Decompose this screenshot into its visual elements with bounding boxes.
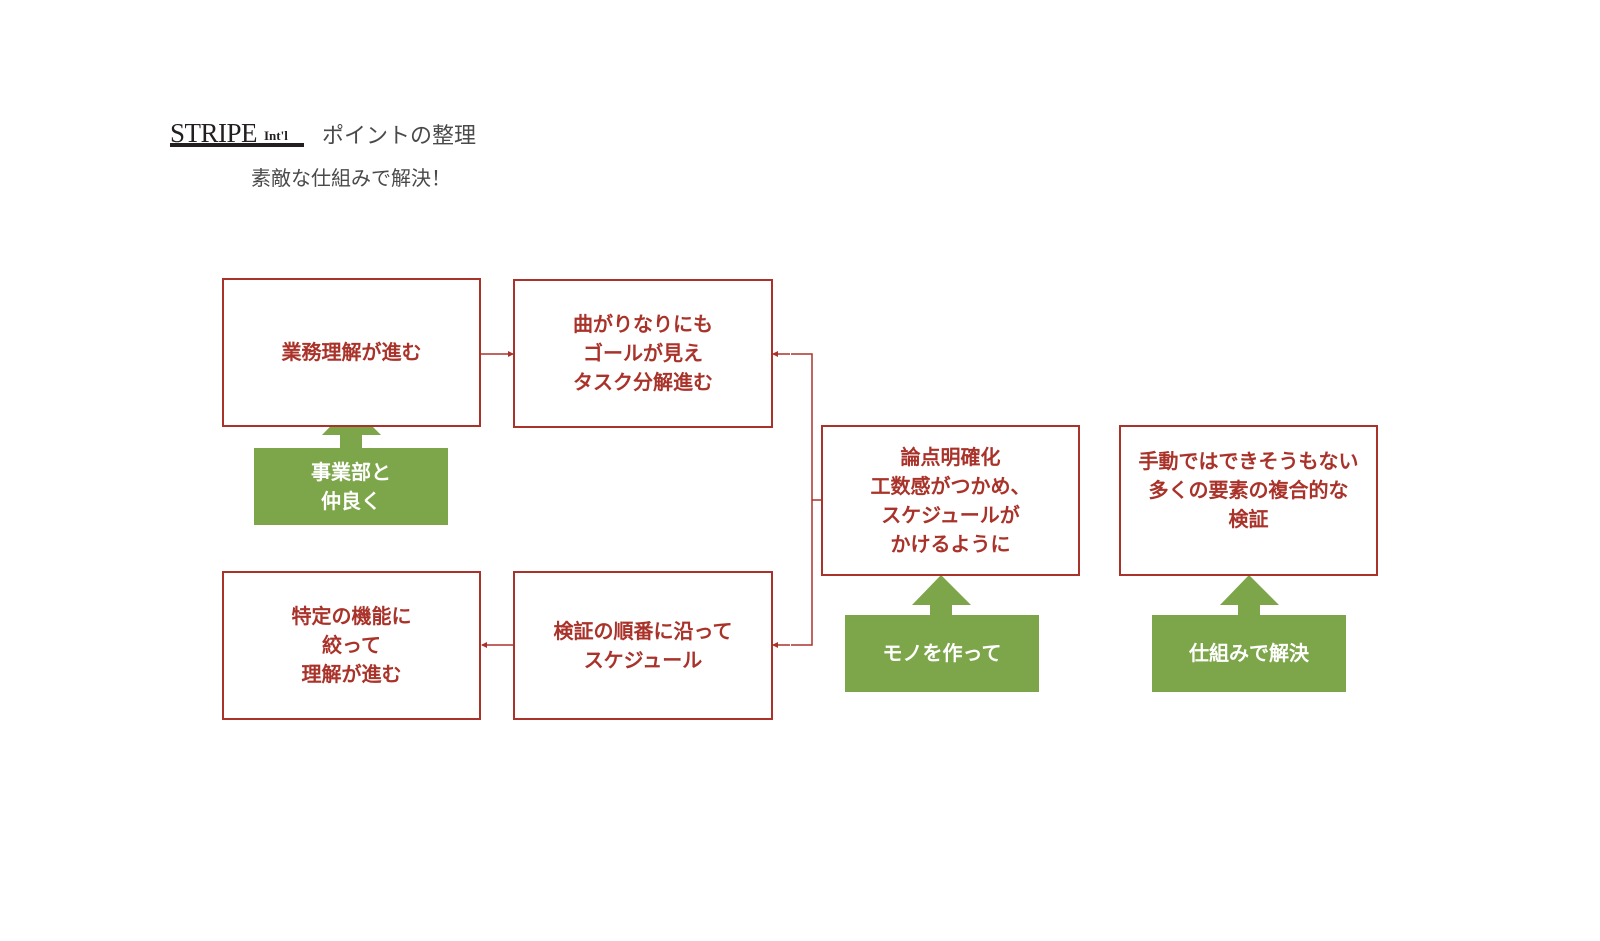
node-complex-verification: 手動ではできそうもない 多くの要素の複合的な 検証 <box>1119 425 1378 576</box>
page-subtitle: 素敵な仕組みで解決！ <box>251 166 451 190</box>
node-clarify-issues: 論点明確化 工数感がつかめ、 スケジュールが かけるように <box>821 425 1080 576</box>
driver-solve-by-system: 仕組みで解決 <box>1152 615 1346 692</box>
node-schedule-by-order: 検証の順番に沿って スケジュール <box>513 571 773 720</box>
logo-sub-text: Int'l <box>264 128 288 143</box>
up-arrow-icon <box>912 575 971 616</box>
up-arrow-icon <box>1220 575 1279 616</box>
page-title: ポイントの整理 <box>322 124 477 149</box>
node-goal-visible: 曲がりなりにも ゴールが見え タスク分解進む <box>513 279 773 428</box>
node-focused-understanding: 特定の機能に 絞って 理解が進む <box>222 571 481 720</box>
driver-friendly-with-business: 事業部と 仲良く <box>254 448 448 525</box>
logo-underline <box>170 143 304 147</box>
driver-build-things: モノを作って <box>845 615 1039 692</box>
stripe-logo: STRIPE Int'l <box>170 118 304 148</box>
node-business-understanding: 業務理解が進む <box>222 278 481 427</box>
connector-clarify-bracket <box>791 353 813 646</box>
